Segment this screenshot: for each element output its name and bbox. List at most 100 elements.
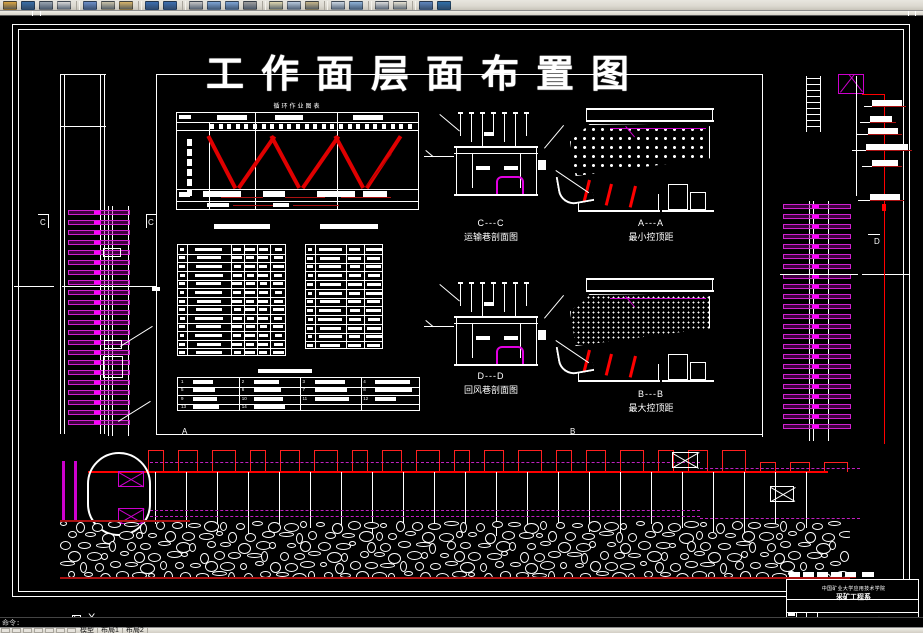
zoom-realtime-icon[interactable] bbox=[242, 0, 258, 10]
toolbar-divider-a bbox=[32, 11, 33, 16]
cycle-chart-footer-row-label bbox=[179, 192, 190, 197]
goaf-rubble-156 bbox=[200, 553, 209, 564]
table-cell-4-3 bbox=[348, 274, 361, 278]
goaf-rubble-71 bbox=[405, 531, 416, 536]
status-bar[interactable]: 模型 布局1 布局2 bbox=[0, 627, 923, 633]
table-cell-1-4 bbox=[365, 247, 382, 251]
title-block-col-2 bbox=[806, 612, 807, 617]
title-block-header-underline-1 bbox=[789, 577, 800, 578]
status-grid-toggle[interactable] bbox=[23, 628, 32, 633]
insert-block-icon[interactable] bbox=[418, 0, 434, 10]
undo-icon[interactable] bbox=[144, 0, 160, 10]
paste-icon[interactable] bbox=[118, 0, 134, 10]
status-coord[interactable] bbox=[1, 628, 10, 633]
param-table-right-title bbox=[320, 224, 378, 229]
cut-icon[interactable] bbox=[82, 0, 98, 10]
status-tab-layout1[interactable]: 布局1 bbox=[98, 627, 123, 633]
table-cell-10-5 bbox=[259, 325, 267, 329]
table-cell-3-2 bbox=[195, 265, 222, 268]
table-cell-12-2 bbox=[196, 342, 221, 346]
table-cell-3-4 bbox=[245, 265, 255, 268]
goaf-rubble-159 bbox=[247, 553, 262, 558]
goaf-rubble-33 bbox=[572, 523, 583, 528]
toolbar[interactable] bbox=[0, 0, 923, 11]
status-tab-layout2[interactable]: 布局2 bbox=[123, 627, 148, 633]
table-col-divider-5 bbox=[270, 245, 271, 355]
table-cell-8-6 bbox=[272, 308, 284, 312]
goaf-rubble-228 bbox=[560, 562, 567, 569]
redo-icon[interactable] bbox=[162, 0, 178, 10]
layer-previous-icon[interactable] bbox=[348, 0, 364, 10]
table-cell-9-4 bbox=[367, 317, 380, 321]
toolbar-second-row[interactable] bbox=[0, 11, 923, 16]
left-support-7 bbox=[68, 270, 130, 275]
cycle-chart-footer-block-3 bbox=[317, 191, 355, 197]
goaf-rubble-206 bbox=[205, 561, 218, 572]
command-line[interactable]: 命令: bbox=[0, 617, 923, 628]
table-cell-4-1 bbox=[179, 273, 185, 277]
goaf-rubble-205 bbox=[190, 563, 201, 568]
face-prop-22 bbox=[806, 472, 807, 528]
goaf-rubble-43 bbox=[732, 521, 743, 530]
print-icon[interactable] bbox=[38, 0, 54, 10]
status-polar-toggle[interactable] bbox=[45, 628, 54, 633]
right-rail-3 bbox=[828, 201, 829, 441]
goaf-rubble-253 bbox=[180, 572, 191, 577]
goaf-rubble-251 bbox=[148, 573, 155, 577]
help-icon[interactable] bbox=[436, 0, 452, 10]
goaf-rubble-187 bbox=[694, 551, 705, 556]
table-cell-4-1 bbox=[307, 274, 313, 278]
face-tooth-11 bbox=[484, 450, 504, 472]
pan-icon[interactable] bbox=[188, 0, 204, 10]
goaf-rubble-61 bbox=[245, 533, 256, 542]
status-snap-toggle[interactable] bbox=[12, 628, 21, 633]
face-dashed-lower-3 bbox=[150, 516, 700, 517]
tool-palettes-icon[interactable] bbox=[304, 0, 320, 10]
layer-manager-icon[interactable] bbox=[330, 0, 346, 10]
zoom-previous-icon[interactable] bbox=[224, 0, 240, 10]
left-support-16 bbox=[68, 360, 130, 365]
right-annotation-leader-4 bbox=[852, 150, 866, 151]
table-cell-9-2 bbox=[318, 317, 342, 321]
table-cell-3-5 bbox=[259, 265, 267, 268]
goaf-rubble-198 bbox=[80, 562, 87, 573]
goaf-rubble-211 bbox=[285, 563, 298, 572]
color-control-icon[interactable] bbox=[392, 0, 408, 10]
drawing-canvas[interactable]: 工作面层面布置图 C C bbox=[0, 16, 923, 617]
goaf-rubble-128 bbox=[527, 543, 536, 550]
print-preview-icon[interactable] bbox=[56, 0, 72, 10]
goaf-rubble-258 bbox=[260, 571, 271, 577]
open-icon[interactable] bbox=[2, 0, 18, 10]
goaf-rubble-264 bbox=[356, 571, 369, 577]
properties-icon[interactable] bbox=[268, 0, 284, 10]
table-col-divider-4 bbox=[257, 245, 258, 355]
goaf-rubble-13 bbox=[252, 521, 263, 526]
goaf-rubble-96 bbox=[805, 532, 816, 543]
designcenter-icon[interactable] bbox=[286, 0, 302, 10]
right-support-2 bbox=[783, 214, 851, 219]
save-icon[interactable] bbox=[20, 0, 36, 10]
status-ortho-toggle[interactable] bbox=[34, 628, 43, 633]
zoom-window-icon[interactable] bbox=[206, 0, 222, 10]
table-cell-12-3 bbox=[232, 342, 242, 346]
linetype-icon[interactable] bbox=[374, 0, 390, 10]
status-osnap-toggle[interactable] bbox=[56, 628, 65, 633]
inner-frame-top bbox=[156, 74, 762, 75]
table-cell-2-1 bbox=[179, 256, 185, 260]
goaf-rubble-93 bbox=[759, 532, 774, 541]
cycle-chart-hour-tick-13 bbox=[313, 124, 318, 129]
section-dd-name: 回风巷剖面图 bbox=[463, 385, 518, 395]
separator-7 bbox=[412, 1, 416, 10]
face-dashed-upper-1 bbox=[150, 462, 700, 463]
copy-icon[interactable] bbox=[100, 0, 116, 10]
table-row-divider-8 bbox=[306, 315, 382, 316]
goaf-rubble-132 bbox=[589, 541, 596, 548]
face-tooth-20 bbox=[790, 462, 810, 472]
status-otrack-toggle[interactable] bbox=[67, 628, 76, 633]
goaf-rubble-32 bbox=[556, 522, 565, 529]
status-tab-model[interactable]: 模型 bbox=[77, 627, 98, 633]
paste-icon-glyph bbox=[119, 1, 133, 10]
right-ladder-rung-9 bbox=[806, 126, 821, 127]
goaf-rubble-272 bbox=[484, 573, 493, 577]
